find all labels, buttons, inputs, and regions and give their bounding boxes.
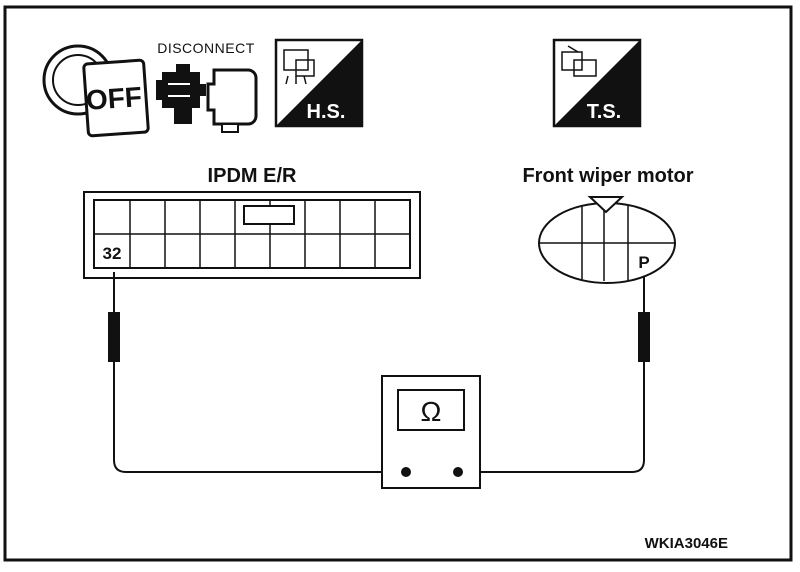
ignition-off-icon: OFF <box>42 44 150 138</box>
hs-label: H.S. <box>307 101 346 123</box>
left-probe <box>108 272 120 380</box>
wiper-motor-connector: P <box>538 196 676 284</box>
ohmmeter: Ω <box>381 375 481 489</box>
right-probe <box>638 276 650 380</box>
ts-label: T.S. <box>587 101 621 123</box>
meter-terminal-right <box>453 467 463 477</box>
ipdm-connector: 32 <box>83 191 421 279</box>
hs-icon: H.S. <box>274 38 364 128</box>
disconnect-icon: DISCONNECT <box>156 40 258 133</box>
motor-terminal-label: P <box>638 253 649 272</box>
ipdm-title: IPDM E/R <box>208 165 297 187</box>
disconnect-label: DISCONNECT <box>157 40 255 56</box>
right-test-lead <box>458 380 645 473</box>
meter-terminal-left <box>401 467 411 477</box>
ohm-symbol: Ω <box>421 396 442 427</box>
left-test-lead <box>113 380 406 473</box>
ipdm-terminal-label: 32 <box>103 244 122 263</box>
ts-icon: T.S. <box>552 38 642 128</box>
motor-title: Front wiper motor <box>522 165 693 187</box>
ignition-off-label: OFF <box>85 81 143 116</box>
figure-id: WKIA3046E <box>645 535 728 552</box>
